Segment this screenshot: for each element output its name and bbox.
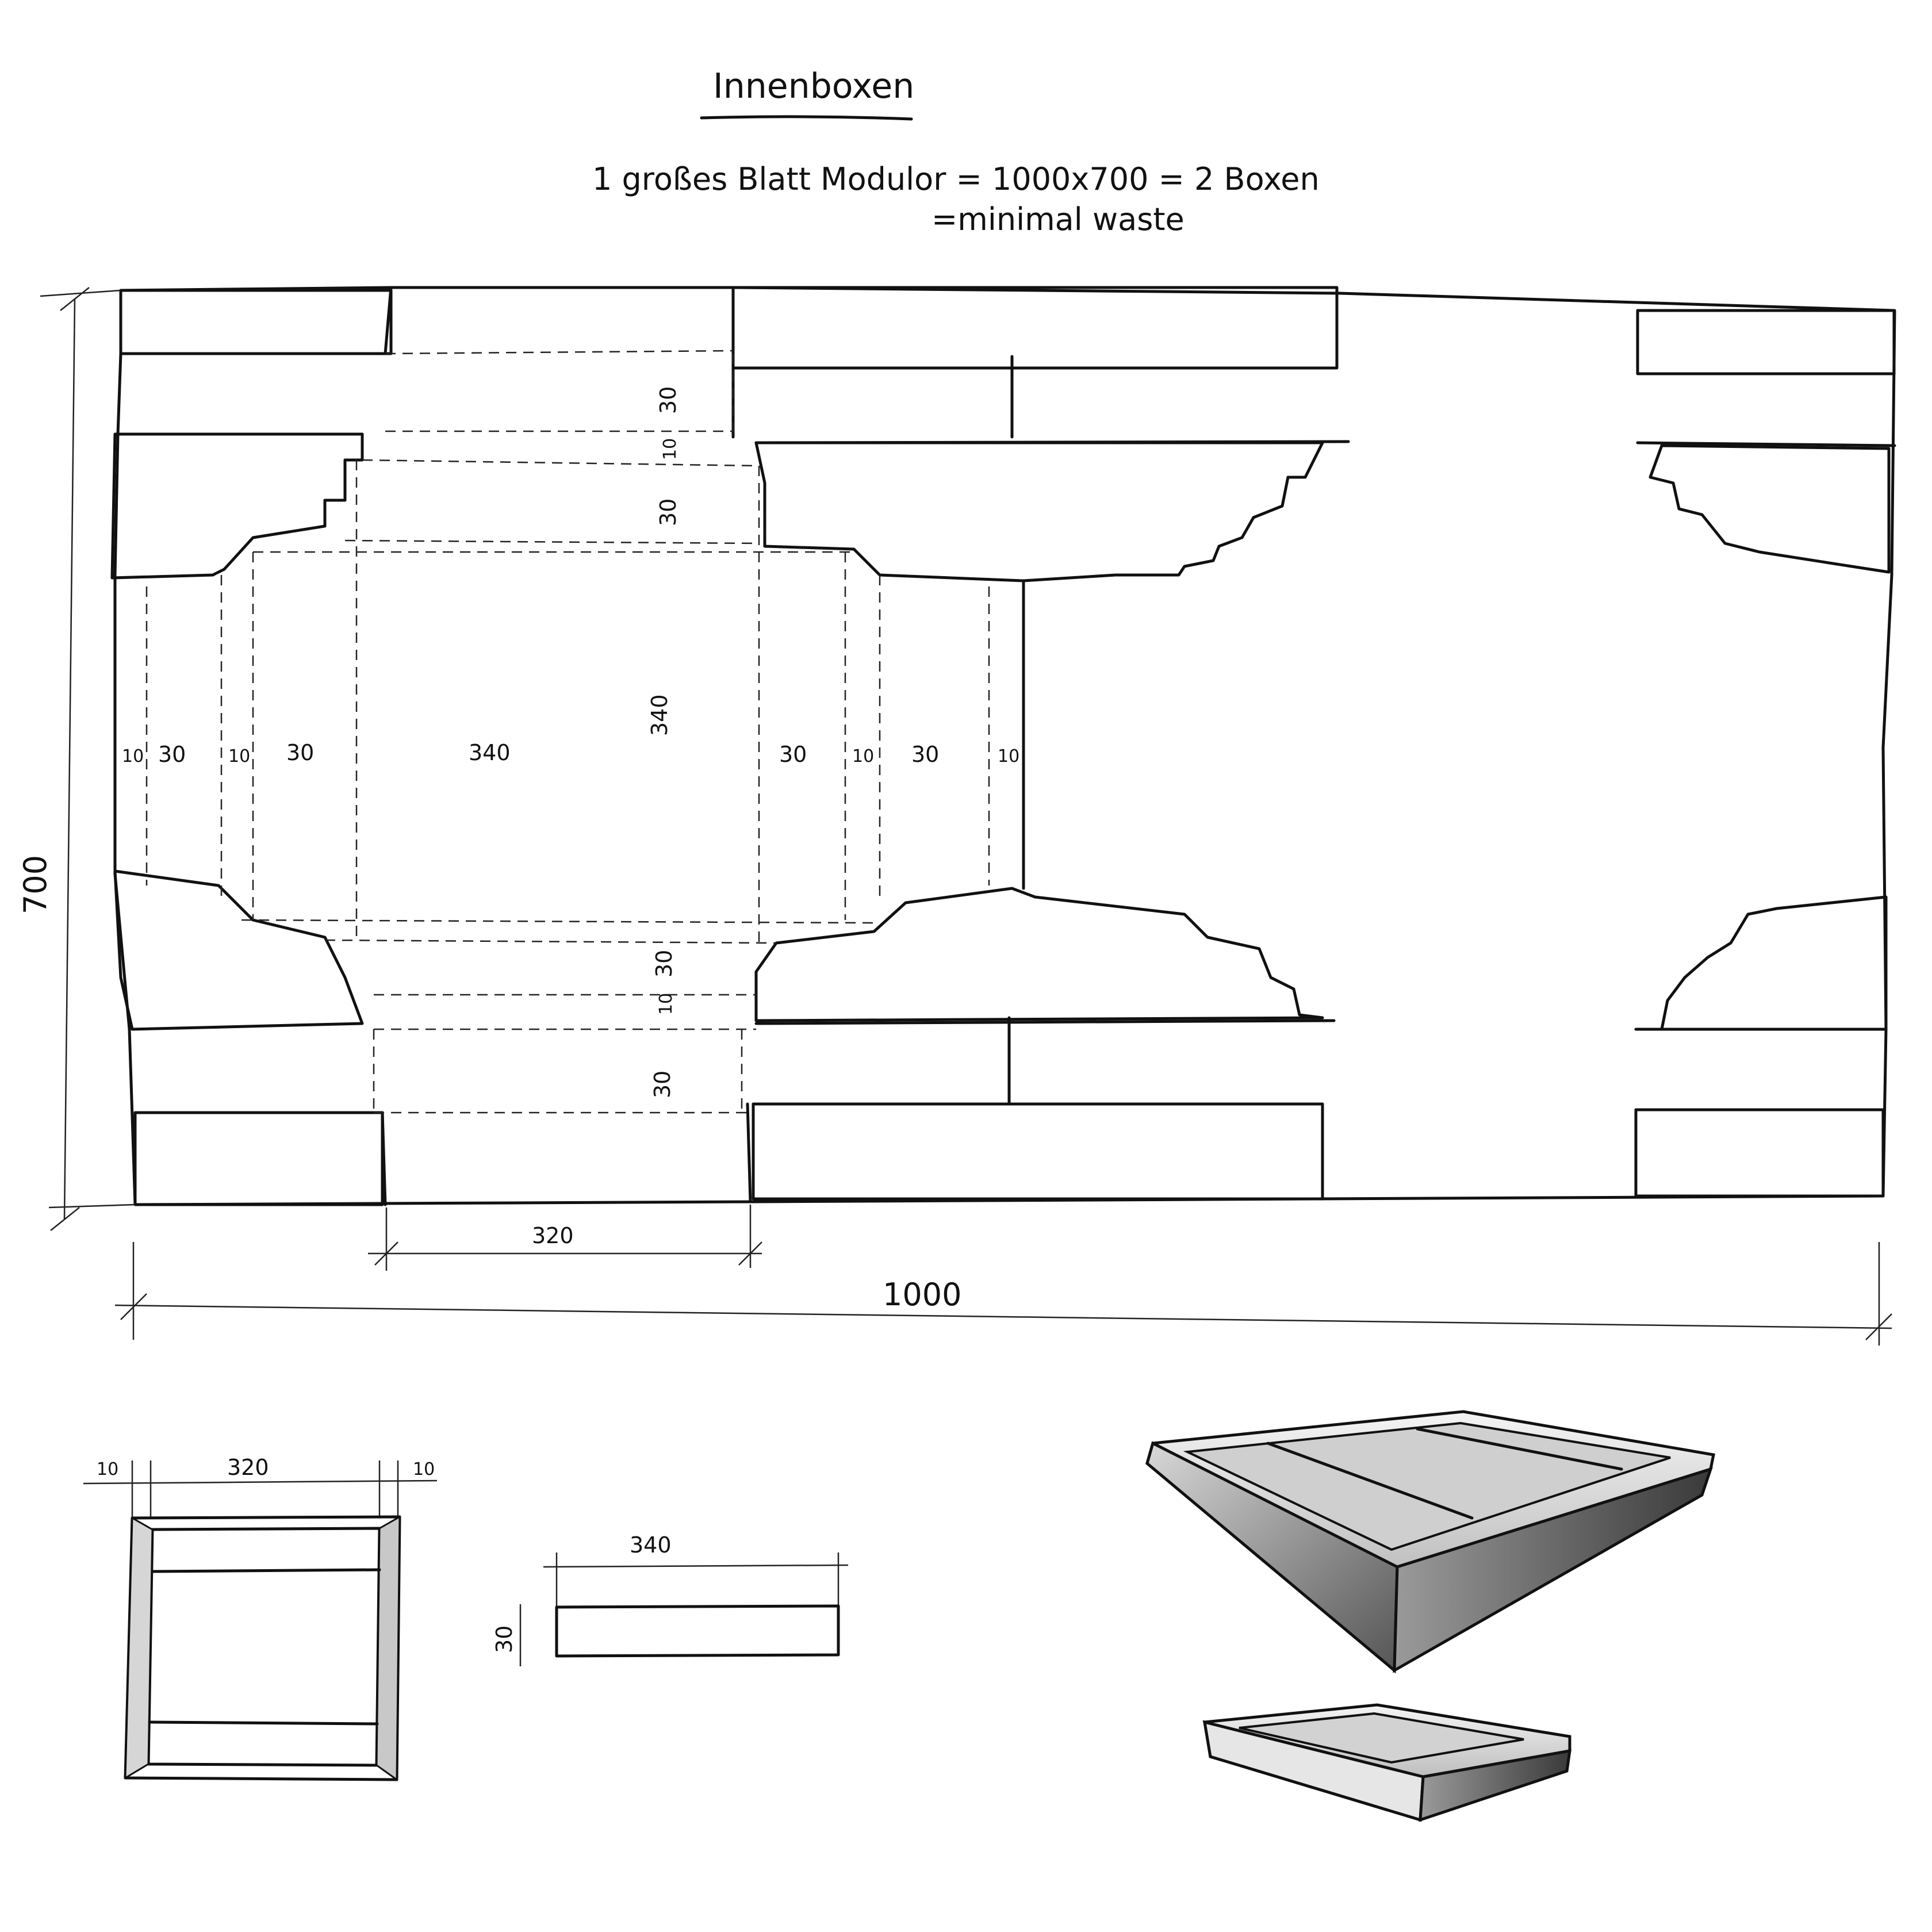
dim-label: 30 <box>656 499 681 526</box>
plan-left-label: 10 <box>97 1459 118 1479</box>
sheet-outline <box>113 286 1896 1206</box>
extension-line <box>40 289 121 297</box>
large-box-right-face <box>1393 1467 1713 1673</box>
drawing-title: Innenboxen <box>713 66 914 106</box>
cut-line <box>384 286 393 355</box>
plan-right-wall <box>375 1515 401 1781</box>
tick <box>374 1241 398 1266</box>
waste-top-right <box>1636 309 1896 375</box>
cut-line <box>1636 441 1896 447</box>
cut-line <box>746 1102 752 1203</box>
waste-lower-middle <box>754 887 1324 1022</box>
tick <box>120 1293 147 1320</box>
dim-label: 30 <box>286 740 314 765</box>
dim-label: 10 <box>852 746 874 766</box>
net-dimensions: 10 30 10 30 340 30 10 30 10 30 10 30 340… <box>122 386 1019 1098</box>
waste-upper-right <box>1649 444 1891 574</box>
width-label: 1000 <box>883 1276 961 1313</box>
fold-line <box>385 350 734 355</box>
plan-width-label: 320 <box>227 1455 269 1480</box>
plan-dimension-line <box>83 1479 438 1485</box>
box-perspective-large <box>1145 1410 1715 1674</box>
waste-top-middle <box>731 286 1339 370</box>
dim-label: 30 <box>650 1071 675 1098</box>
dim-label: 340 <box>647 694 672 736</box>
tick <box>1865 1313 1892 1340</box>
large-box-divider <box>1416 1427 1623 1471</box>
sheet-dimension-lines: 700 1000 320 <box>17 287 1892 1346</box>
dim-label: 10 <box>656 993 676 1015</box>
dim-label: 10 <box>228 746 250 766</box>
tick <box>50 1207 80 1231</box>
strip-length-dimension-line <box>543 1564 849 1568</box>
waste-upper-left <box>110 432 364 580</box>
width-dimension-line <box>114 1304 1892 1329</box>
height-label: 700 <box>17 855 53 914</box>
strip-view: 340 30 <box>492 1532 849 1666</box>
dim-label: 30 <box>158 742 186 767</box>
note-line-1: 1 großes Blatt Modulor = 1000x700 = 2 Bo… <box>592 161 1320 197</box>
plan-divider-top <box>151 1568 381 1573</box>
title-underline <box>700 115 913 121</box>
dim-label: 30 <box>651 950 677 977</box>
cut-line <box>754 440 1350 444</box>
box-width-label: 320 <box>532 1223 574 1248</box>
dim-label: 30 <box>779 742 807 767</box>
dim-label: 30 <box>911 742 939 767</box>
strip-outline <box>555 1604 840 1658</box>
small-box-inner-floor <box>1239 1712 1524 1764</box>
sheet-border <box>113 286 1896 1206</box>
plan-right-label: 10 <box>413 1459 435 1479</box>
plan-divider-bottom <box>148 1720 379 1726</box>
tick <box>738 1241 762 1266</box>
dim-label: 10 <box>998 746 1019 766</box>
fold-line <box>324 939 777 944</box>
strip-length-label: 340 <box>630 1532 672 1558</box>
large-box-divider <box>1266 1442 1474 1520</box>
waste-top-left <box>119 289 393 355</box>
dim-label: 340 <box>469 740 511 765</box>
small-box-right-face <box>1419 1749 1571 1822</box>
fold-line <box>344 539 760 545</box>
box-plan-view: 10 320 10 <box>83 1455 438 1781</box>
waste-lower-right <box>1660 895 1888 1031</box>
fold-line <box>362 459 757 467</box>
waste-bottom-middle <box>752 1102 1324 1201</box>
cut-line <box>381 1111 387 1206</box>
cut-line <box>754 1019 1336 1025</box>
height-dimension-line <box>63 298 76 1220</box>
tick <box>60 287 90 311</box>
waste-bottom-left <box>133 1111 384 1206</box>
dim-label: 10 <box>122 746 144 766</box>
dim-label: 30 <box>656 386 681 414</box>
plan-outer-outline <box>124 1515 401 1781</box>
plan-left-wall <box>124 1516 154 1780</box>
strip-height-label: 30 <box>492 1626 517 1653</box>
fold-line <box>241 919 875 924</box>
fold-lines <box>145 350 990 1114</box>
dim-label: 10 <box>660 438 680 460</box>
box-perspective-small <box>1202 1703 1571 1822</box>
note-line-2: =minimal waste <box>931 201 1184 237</box>
extension-line <box>48 1203 136 1209</box>
waste-lower-left <box>113 869 364 1031</box>
waste-bottom-right <box>1634 1108 1885 1198</box>
waste-upper-middle <box>754 441 1324 582</box>
plan-inner-outline <box>147 1527 381 1767</box>
